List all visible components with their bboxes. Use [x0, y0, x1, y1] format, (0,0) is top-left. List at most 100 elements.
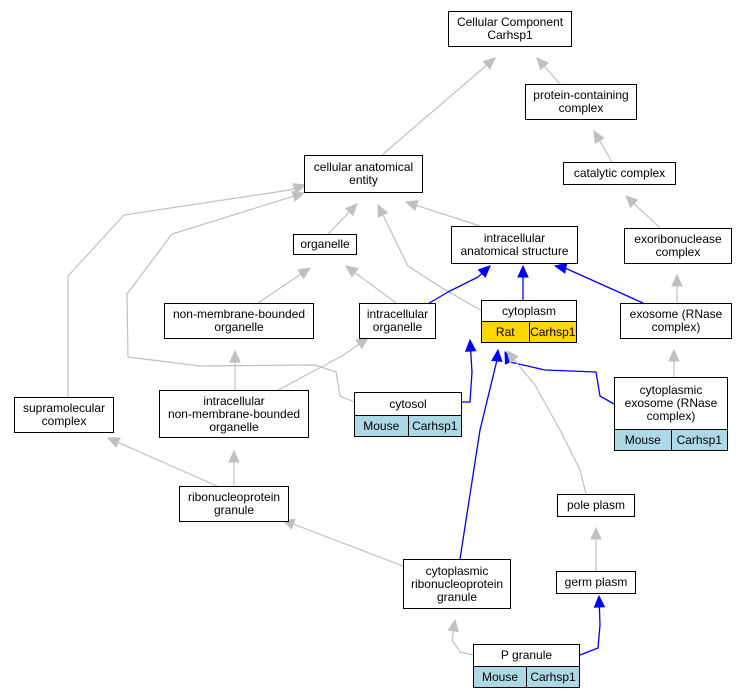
species-cell[interactable]: Mouse	[355, 416, 408, 436]
go-term-cyto-exosome[interactable]: cytoplasmic exosome (RNase complex)Mouse…	[614, 377, 728, 451]
gene-cell[interactable]: Carhsp1	[526, 667, 579, 687]
edge-exoribonuclease-to-catalytic	[625, 195, 661, 229]
edge-arrowhead	[553, 262, 568, 274]
edge-arrowhead	[344, 203, 358, 217]
edge-rnp_granule-to-supramolecular	[106, 437, 218, 487]
edge-arrowhead	[477, 265, 491, 279]
go-term-label: cytoplasmic ribonucleoprotein granule	[410, 563, 504, 604]
edge-cae-to-cc_root	[381, 57, 496, 156]
edge-line	[352, 270, 397, 304]
edge-arrowhead	[593, 594, 606, 608]
go-term-germ-plasm[interactable]: germ plasm	[556, 571, 636, 594]
edge-arrowhead	[345, 265, 359, 278]
edge-io-to-ias	[425, 265, 491, 306]
go-term-nmbo[interactable]: non-membrane-bounded organelle	[164, 303, 314, 339]
go-term-label: organelle	[300, 237, 350, 251]
go-term-exosome[interactable]: exosome (RNase complex)	[620, 303, 732, 339]
edge-arrowhead	[404, 200, 419, 212]
edge-exosome-to-ias	[553, 262, 644, 304]
species-cell[interactable]: Rat	[482, 322, 529, 342]
gene-cell[interactable]: Carhsp1	[407, 416, 461, 436]
edge-arrowhead	[593, 129, 605, 144]
edge-exosome-to-exoribonuclease	[671, 273, 683, 303]
edge-cyto_exosome-to-exosome	[668, 348, 680, 377]
go-term-inmbo[interactable]: intracellular non-membrane-bounded organ…	[159, 390, 309, 438]
go-term-io[interactable]: intracellular organelle	[359, 303, 436, 339]
edge-cytoplasm-to-cae	[377, 203, 485, 313]
go-term-pole-plasm[interactable]: pole plasm	[557, 494, 635, 517]
edge-line	[277, 342, 361, 391]
edge-germ_plasm-to-pole_plasm	[590, 526, 602, 571]
go-term-label: protein-containing complex	[533, 88, 629, 115]
edge-arrowhead	[464, 338, 477, 352]
edge-line	[451, 628, 474, 656]
edge-arrowhead	[229, 349, 241, 363]
edge-line	[459, 358, 498, 560]
edge-nmbo-to-organelle	[257, 267, 312, 304]
edge-line	[381, 63, 489, 156]
edge-arrowhead	[297, 267, 312, 280]
edge-line	[632, 201, 661, 229]
edge-cytoplasm-to-ias	[517, 264, 529, 300]
go-term-protein-complex[interactable]: protein-containing complex	[525, 84, 637, 120]
edge-cytosol-to-cae	[126, 190, 355, 403]
edge-arrowhead	[291, 190, 306, 202]
edge-protein_complex-to-cc_root	[536, 57, 561, 85]
go-term-label: catalytic complex	[573, 166, 666, 180]
edge-pole_plasm-to-cytoplasm	[506, 350, 587, 495]
edge-line	[327, 210, 352, 235]
go-term-ias[interactable]: intracellular anatomical structure	[451, 226, 578, 264]
edge-io-to-organelle	[345, 265, 397, 304]
edge-arrowhead	[671, 273, 683, 287]
edge-line	[462, 348, 473, 403]
go-term-label: exoribonuclease complex	[634, 232, 722, 259]
go-term-cyto-rnp[interactable]: cytoplasmic ribonucleoprotein granule	[403, 559, 511, 609]
go-term-exoribonuclease[interactable]: exoribonuclease complex	[624, 228, 732, 264]
go-term-catalytic[interactable]: catalytic complex	[563, 162, 676, 185]
go-term-label: cytoplasm	[501, 303, 557, 318]
edge-line	[508, 359, 615, 405]
edge-cytosol-to-cytoplasm	[462, 338, 477, 403]
go-term-label: non-membrane-bounded organelle	[172, 307, 306, 334]
go-term-supramolecular[interactable]: supramolecular complex	[14, 397, 114, 433]
go-term-organelle[interactable]: organelle	[293, 234, 357, 255]
edge-arrowhead	[106, 437, 121, 448]
edge-line	[563, 267, 644, 304]
gene-cell[interactable]: Carhsp1	[670, 430, 727, 450]
edge-arrowhead	[355, 337, 369, 350]
edge-line	[126, 195, 355, 403]
edge-arrowhead	[482, 57, 496, 70]
edge-line	[425, 271, 484, 306]
edge-line	[579, 604, 601, 656]
edge-cyto_rnp-to-cytoplasm	[459, 348, 503, 560]
edge-inmbo-to-io	[277, 337, 369, 391]
edge-supramolecular-to-cae	[67, 183, 307, 397]
go-term-rnp-granule[interactable]: ribonucleoprotein granule	[179, 486, 289, 522]
edge-arrowhead	[447, 618, 460, 633]
go-term-label: intracellular organelle	[366, 307, 429, 334]
edge-line	[257, 272, 303, 304]
edge-organelle-to-cae	[327, 203, 358, 235]
edge-cyto_exosome-to-cytoplasm	[504, 350, 615, 405]
edge-cyto_rnp-to-rnp_granule	[281, 518, 404, 567]
edge-arrowhead	[517, 264, 529, 278]
edge-p_granule-to-germ_plasm	[579, 594, 606, 656]
edge-arrowhead	[292, 183, 307, 195]
species-cell[interactable]: Mouse	[615, 430, 671, 450]
edge-line	[67, 187, 297, 397]
go-term-cc-root[interactable]: Cellular Component Carhsp1	[448, 11, 572, 47]
edge-line	[291, 522, 404, 567]
go-term-label: Cellular Component Carhsp1	[456, 15, 564, 42]
species-cell[interactable]: Mouse	[474, 667, 526, 687]
edge-line	[414, 204, 481, 227]
go-term-cae[interactable]: cellular anatomical entity	[304, 155, 423, 193]
go-term-label: intracellular anatomical structure	[460, 231, 569, 258]
go-term-label: cellular anatomical entity	[313, 160, 414, 187]
gene-cell[interactable]: Carhsp1	[528, 322, 576, 342]
